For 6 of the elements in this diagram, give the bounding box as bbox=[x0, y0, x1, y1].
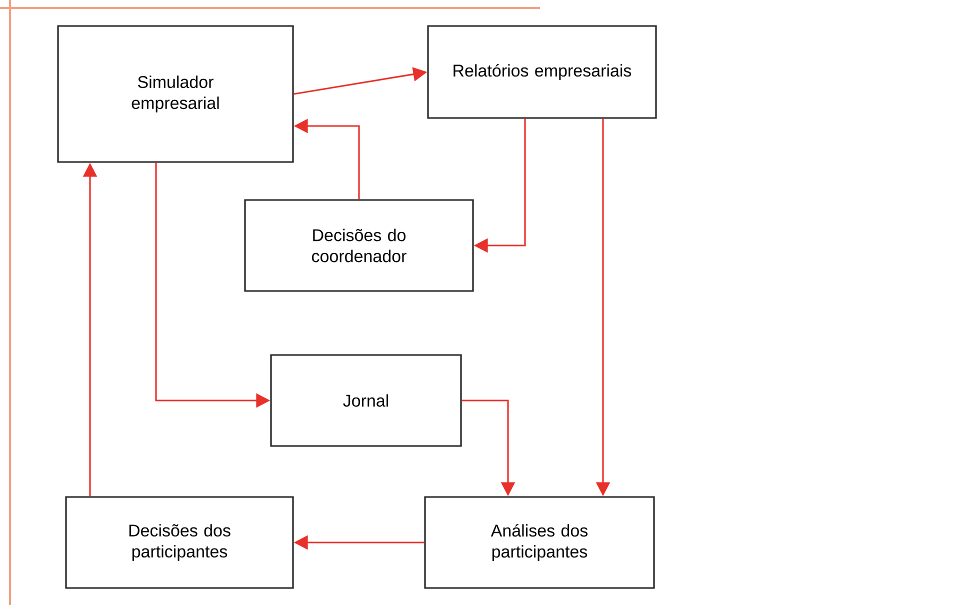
process-box: Relatórios empresariais bbox=[427, 25, 657, 119]
process-box: Decisões do coordenador bbox=[244, 199, 474, 292]
process-box: Jornal bbox=[270, 354, 462, 447]
process-box: Análises dos participantes bbox=[424, 496, 655, 589]
process-box: Simulador empresarial bbox=[57, 25, 294, 163]
process-box: Decisões dos participantes bbox=[65, 496, 294, 589]
